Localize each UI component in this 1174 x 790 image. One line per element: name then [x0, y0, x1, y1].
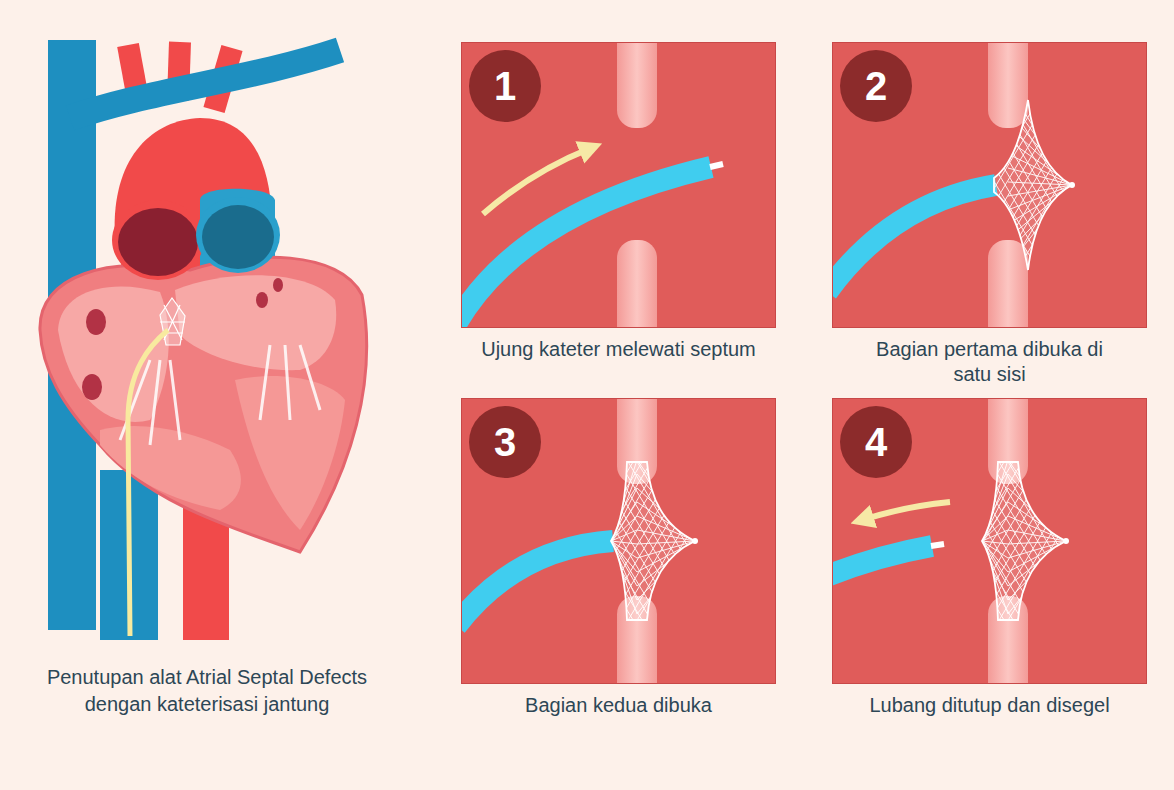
- step-panel: Ujung kateter melewati septum1: [461, 42, 776, 328]
- step-panel-art: [818, 22, 1174, 350]
- step-number-circle: 3: [469, 406, 541, 478]
- step-caption: Bagian kedua dibuka: [454, 693, 784, 718]
- heart-illustration: [40, 40, 367, 640]
- step-caption: Bagian pertama dibuka di satu sisi: [870, 337, 1110, 387]
- step-panel: Lubang ditutup dan disegel4: [832, 398, 1147, 684]
- callout-number: 1: [494, 64, 516, 109]
- step-number-circle: 4: [840, 406, 912, 478]
- step-caption: Ujung kateter melewati septum: [454, 337, 784, 362]
- step-caption: Lubang ditutup dan disegel: [825, 693, 1155, 718]
- step-panel: Bagian kedua dibuka3: [461, 398, 776, 684]
- step-panel: Bagian pertama dibuka di satu sisi2: [832, 42, 1147, 328]
- step-panel-art: [818, 378, 1174, 706]
- callout-number: 3: [494, 420, 516, 465]
- figure-caption: Penutupan alat Atrial Septal Defects den…: [22, 664, 392, 718]
- step-number-circle: 1: [469, 50, 541, 122]
- callout-number: 4: [865, 420, 887, 465]
- step-panel-art: [456, 22, 776, 350]
- callout-number: 2: [865, 64, 887, 109]
- step-number-circle: 2: [840, 50, 912, 122]
